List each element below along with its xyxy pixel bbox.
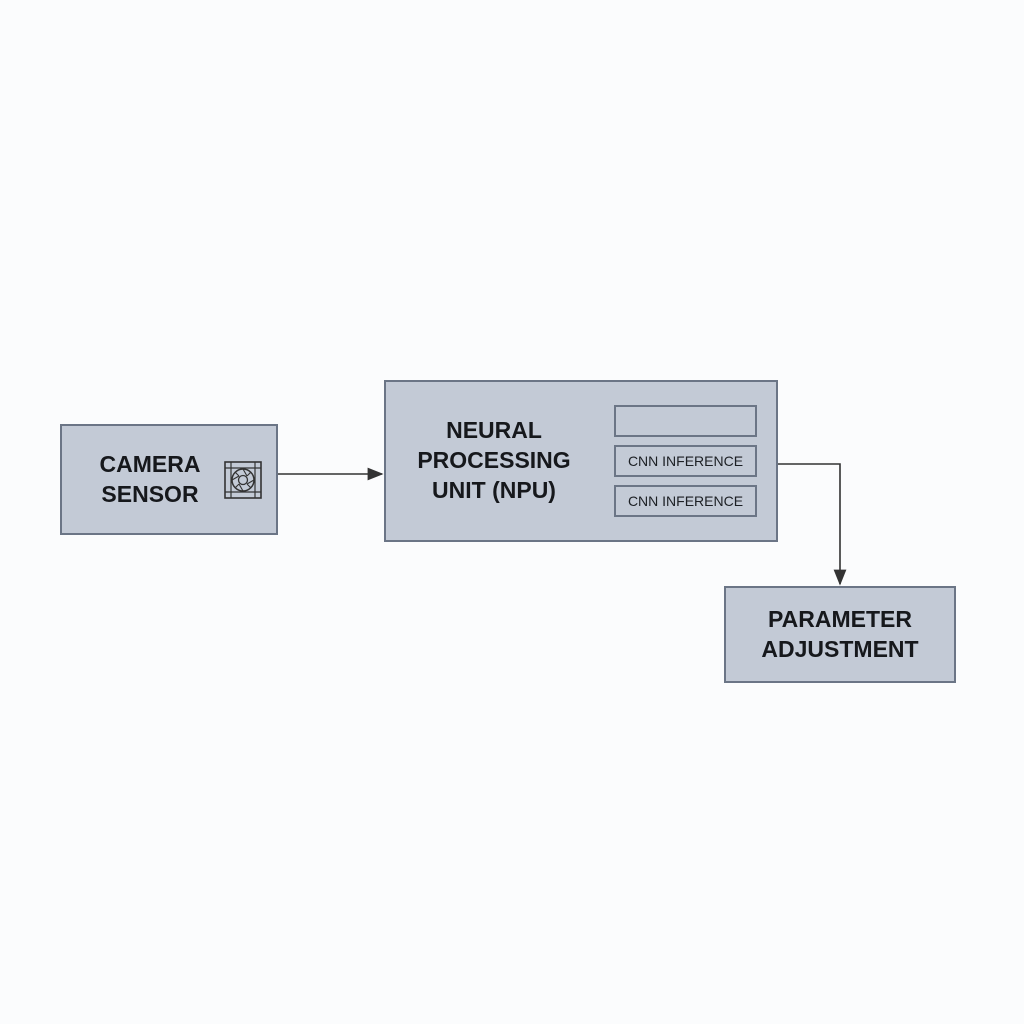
camera-sensor-node[interactable]: CAMERA SENSOR: [60, 424, 278, 535]
npu-sub-block-cnn-inference-2[interactable]: CNN INFERENCE: [614, 485, 757, 517]
parameter-adjustment-node[interactable]: PARAMETER ADJUSTMENT: [724, 586, 956, 683]
camera-aperture-icon: [224, 461, 262, 499]
npu-label: NEURAL PROCESSING UNIT (NPU): [417, 417, 571, 503]
npu-sub-block-cnn-inference-1[interactable]: CNN INFERENCE: [614, 445, 757, 477]
parameter-adjustment-label: PARAMETER ADJUSTMENT: [761, 606, 919, 662]
camera-sensor-label: CAMERA SENSOR: [99, 451, 201, 507]
npu-node[interactable]: NEURAL PROCESSING UNIT (NPU) CNN INFEREN…: [384, 380, 778, 542]
arrow-npu-to-param: [778, 463, 847, 586]
npu-sub-block-empty[interactable]: [614, 405, 757, 437]
